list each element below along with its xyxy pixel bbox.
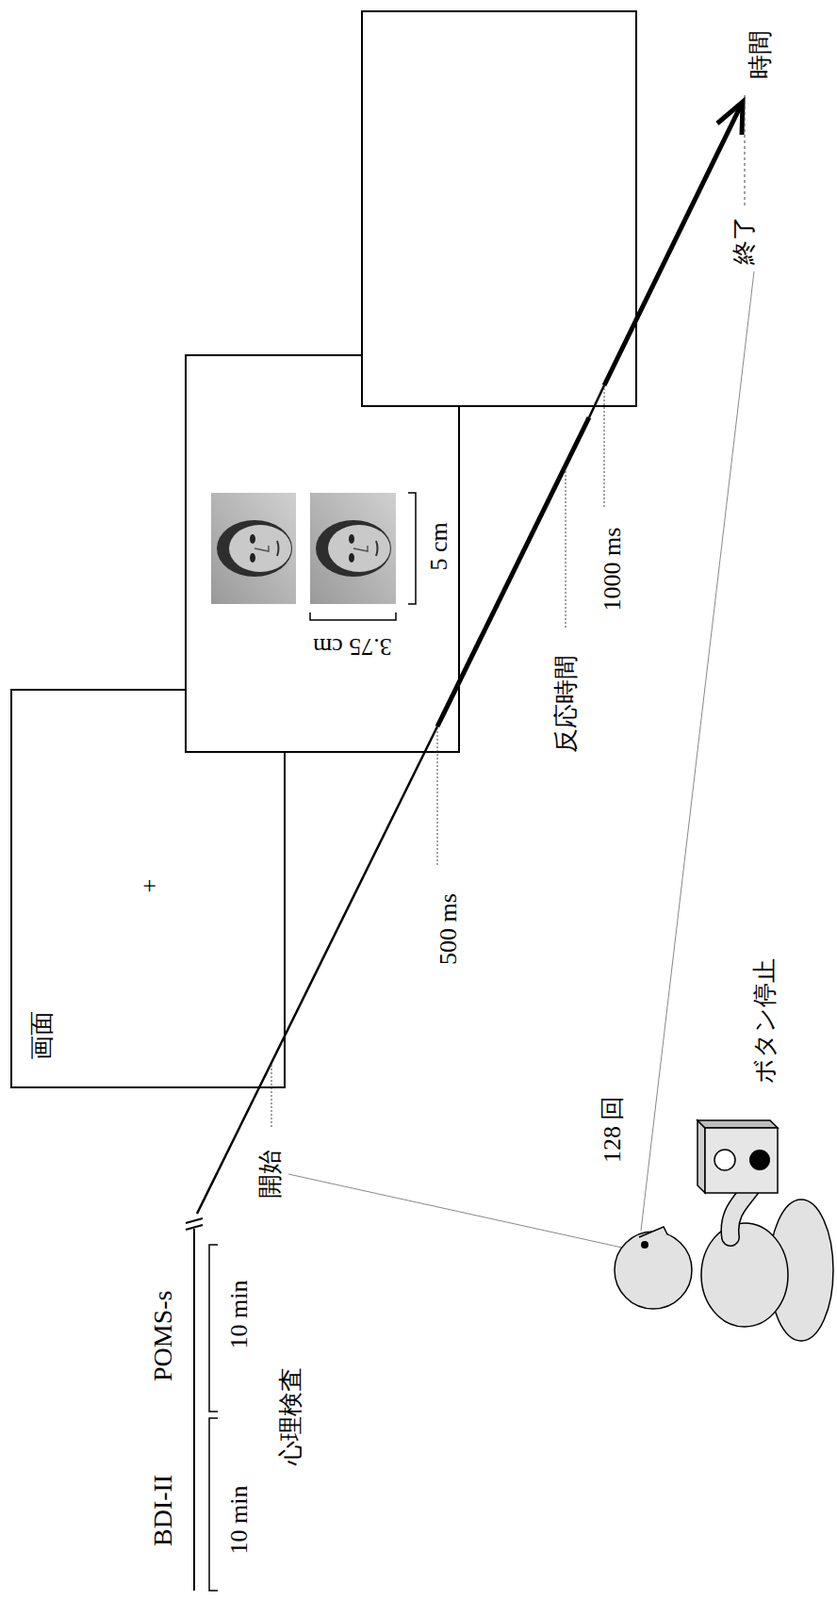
annotation-label: POMS-s bbox=[147, 1291, 179, 1382]
label-slot: 10 min bbox=[225, 1280, 254, 1350]
label-slot: 開始 bbox=[256, 1149, 285, 1199]
screen-box bbox=[361, 10, 638, 408]
screen-title: 画面 bbox=[28, 1011, 57, 1061]
label-slot: 時間 bbox=[746, 30, 775, 80]
annotation-label: 反応時間 bbox=[552, 655, 581, 754]
label-slot: 画面 bbox=[28, 1011, 57, 1061]
annotation-label: BDI-II bbox=[147, 1475, 179, 1547]
annotation-label: 時間 bbox=[746, 30, 775, 80]
label-slot: BDI-II bbox=[147, 1475, 179, 1547]
label-slot: + bbox=[135, 879, 165, 894]
annotation-label: 10 min bbox=[225, 1486, 254, 1556]
annotation-label: 128 回 bbox=[598, 1096, 627, 1165]
annotation-label: 終了 bbox=[730, 215, 759, 265]
annotation-label: 500 ms bbox=[434, 893, 463, 966]
label-slot: 3.75 cm bbox=[338, 607, 367, 687]
annotation-label: 心理検査 bbox=[277, 1367, 306, 1466]
fixation-cross: + bbox=[135, 879, 165, 894]
annotation-label: 3.75 cm bbox=[312, 632, 393, 661]
label-slot: 終了 bbox=[730, 215, 759, 265]
annotation-label: 開始 bbox=[256, 1149, 285, 1199]
annotation-label: 1000 ms bbox=[598, 527, 627, 612]
label-slot: 10 min bbox=[225, 1486, 254, 1556]
label-slot: 反応時間 bbox=[552, 655, 581, 754]
annotation-label: 5 cm bbox=[425, 522, 454, 571]
label-slot: ボタン停止 bbox=[751, 958, 780, 1084]
label-slot: 心理検査 bbox=[277, 1367, 306, 1466]
annotation-label: ボタン停止 bbox=[751, 958, 780, 1084]
label-slot: 5 cm bbox=[425, 522, 454, 571]
label-slot: 1000 ms bbox=[598, 527, 627, 612]
label-slot: POMS-s bbox=[147, 1291, 179, 1382]
label-slot: 500 ms bbox=[434, 893, 463, 966]
label-slot: 128 回 bbox=[598, 1096, 627, 1165]
annotation-label: 10 min bbox=[225, 1280, 254, 1350]
